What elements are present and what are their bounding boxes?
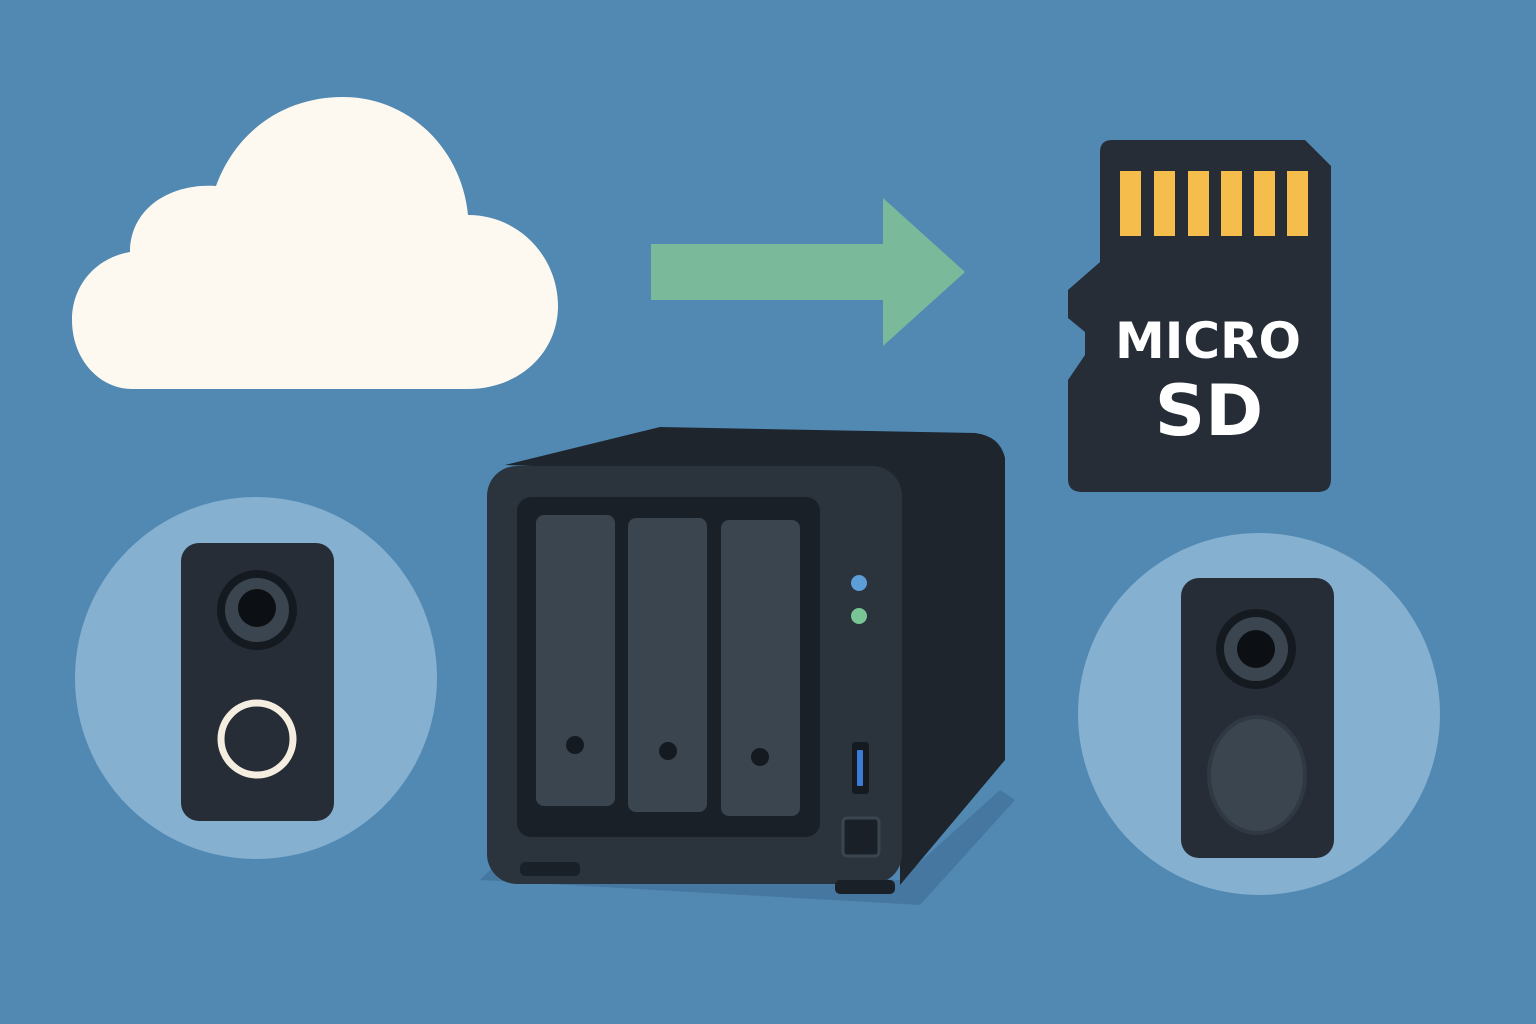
drive-bay-1 [536, 515, 615, 806]
doorbell-right-button [1207, 715, 1307, 835]
drive-bay-3-latch [751, 748, 769, 766]
status-led-blue [851, 575, 867, 591]
usb-port-tongue [857, 750, 863, 786]
doorbell-right-camera-lens [1237, 630, 1275, 668]
drive-bay-3 [721, 520, 800, 816]
video-doorbell-icon [75, 497, 437, 859]
drive-bay-1-latch [566, 736, 584, 754]
doorbell-left-button [217, 699, 297, 779]
sd-contacts [1120, 171, 1308, 236]
drive-bay-2-latch [659, 742, 677, 760]
video-doorbell-icon [1078, 533, 1440, 895]
nas-device-icon [480, 427, 1015, 905]
nas-side [505, 427, 1005, 885]
nas-foot-left [520, 862, 580, 876]
drive-bay-2 [628, 518, 707, 812]
sd-card-label-line1: MICRO [1115, 312, 1301, 370]
cloud-icon [72, 97, 558, 389]
micro-sd-card-icon: MICRO SD [1068, 140, 1331, 492]
arrow-right-icon [651, 198, 965, 346]
status-led-green [851, 608, 867, 624]
sd-card-label-line2: SD [1155, 370, 1264, 452]
nas-foot-right [835, 880, 895, 894]
power-button [841, 816, 881, 858]
doorbell-left-camera-lens [238, 589, 276, 627]
